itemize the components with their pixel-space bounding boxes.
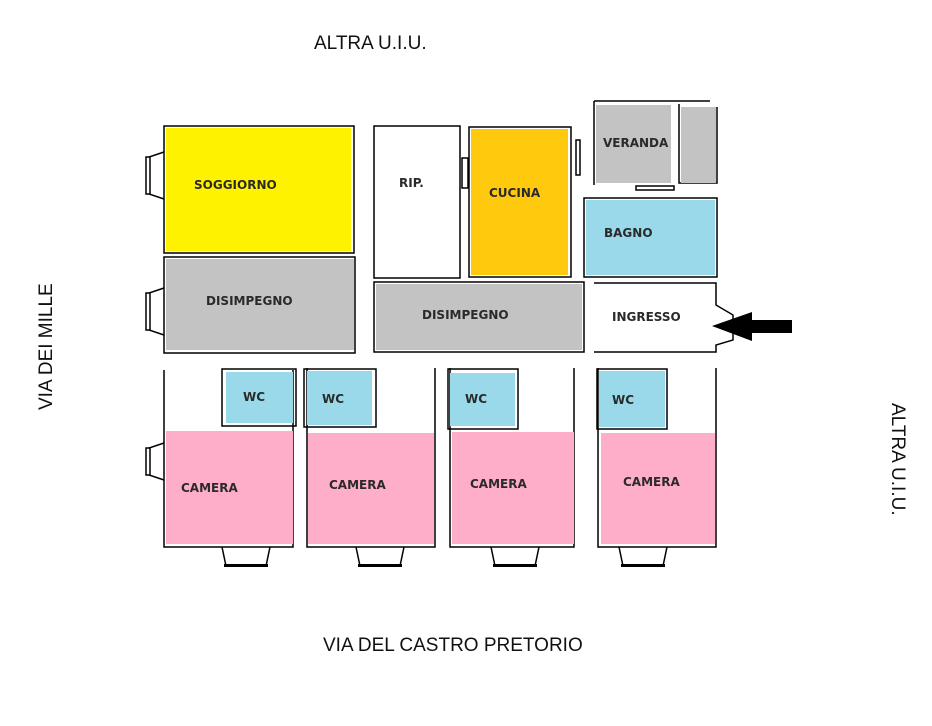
label-veranda: VERANDA [603, 136, 669, 150]
room-cucina [471, 129, 568, 275]
room-wc [450, 373, 515, 426]
label-camera: CAMERA [329, 478, 386, 492]
label-wc: WC [322, 392, 344, 406]
room-veranda-annex [681, 107, 716, 183]
room-camera [308, 433, 434, 544]
label-camera: CAMERA [181, 481, 238, 495]
label-bagno: BAGNO [604, 226, 653, 240]
label-disimpegno-center: DISIMPEGNO [422, 308, 509, 322]
windows [145, 139, 675, 567]
room-wc [226, 372, 293, 423]
label-wc: WC [612, 393, 634, 407]
room-veranda [596, 105, 671, 183]
label-bottom-street: VIA DEL CASTRO PRETORIO [323, 635, 583, 656]
walls [163, 100, 734, 548]
room-disimpegno-left [166, 259, 354, 350]
room-bagno [586, 200, 715, 275]
label-wc: WC [465, 392, 487, 406]
label-left-street: VIA DEI MILLE [36, 283, 57, 410]
room-disimpegno-center [376, 284, 582, 350]
label-cucina: CUCINA [489, 186, 541, 200]
room-camera [452, 432, 574, 544]
room-camera [601, 433, 715, 544]
label-ingresso: INGRESSO [612, 310, 681, 324]
arrow-left-icon [712, 312, 792, 341]
room-camera [166, 431, 293, 544]
label-right-neighbor: ALTRA U.I.U. [887, 403, 908, 516]
label-rip: RIP. [399, 176, 424, 190]
label-top-neighbor: ALTRA U.I.U. [314, 33, 427, 54]
label-soggiorno: SOGGIORNO [194, 178, 277, 192]
label-disimpegno-left: DISIMPEGNO [206, 294, 293, 308]
room-wc [599, 371, 665, 427]
room-soggiorno [166, 128, 351, 251]
label-wc: WC [243, 390, 265, 404]
label-camera: CAMERA [623, 475, 680, 489]
room-wc [307, 371, 372, 425]
label-camera: CAMERA [470, 477, 527, 491]
